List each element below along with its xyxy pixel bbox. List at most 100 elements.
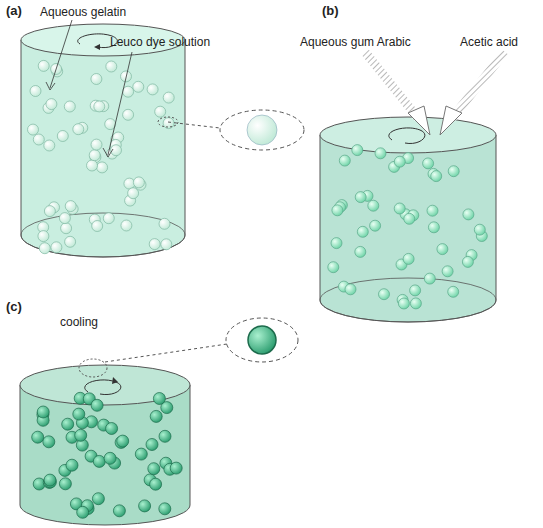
droplet (462, 256, 473, 267)
droplet (113, 505, 125, 517)
droplet (39, 243, 50, 254)
droplet (437, 244, 448, 255)
droplet (59, 213, 70, 224)
droplet (133, 81, 144, 92)
droplet (403, 253, 414, 264)
droplet (62, 418, 74, 430)
droplet (355, 246, 366, 257)
droplet (163, 92, 174, 103)
droplet (66, 459, 78, 471)
droplet (77, 506, 89, 518)
droplet (93, 455, 105, 467)
droplet (463, 209, 474, 220)
droplet (345, 284, 356, 295)
droplet (91, 139, 102, 150)
droplet (328, 262, 339, 273)
droplet (428, 222, 439, 233)
droplet (398, 298, 409, 309)
droplet (106, 423, 118, 435)
droplet (64, 101, 75, 112)
callout-label: Aqueous gelatin (40, 6, 126, 19)
droplet (94, 101, 105, 112)
droplet (424, 273, 435, 284)
droplet (404, 213, 415, 224)
droplet (153, 393, 165, 405)
droplet (148, 463, 160, 475)
droplet (37, 406, 49, 418)
droplet (104, 452, 116, 464)
droplet (159, 430, 171, 442)
droplet (106, 61, 117, 72)
droplet (61, 223, 72, 234)
droplet (474, 224, 485, 235)
droplet (423, 158, 434, 169)
droplet (123, 109, 134, 120)
beaker-a (21, 24, 185, 257)
droplet (123, 86, 134, 97)
callout-label: Acetic acid (460, 36, 518, 49)
droplet (44, 206, 55, 217)
droplet (32, 431, 44, 443)
droplet (133, 177, 144, 188)
droplet (375, 148, 386, 159)
droplet (159, 503, 171, 515)
droplet (128, 188, 139, 199)
callout-label: cooling (60, 316, 98, 329)
droplet (448, 166, 459, 177)
droplet (38, 60, 49, 71)
droplet (161, 239, 172, 250)
droplet (410, 298, 421, 309)
callout-label: Leuco dye solution (110, 36, 210, 49)
droplet (73, 124, 84, 135)
droplet (146, 439, 158, 451)
droplet (368, 200, 379, 211)
capsule-callout (79, 318, 298, 377)
droplet (89, 150, 100, 161)
droplet (73, 408, 85, 420)
droplet (431, 171, 442, 182)
droplet (339, 155, 350, 166)
droplet (448, 286, 459, 297)
droplet (394, 203, 405, 214)
droplet (91, 399, 103, 411)
acetic-acid-arrow (440, 52, 505, 135)
droplet (30, 86, 41, 97)
droplet (410, 285, 421, 296)
droplet (75, 429, 87, 441)
droplet (331, 238, 342, 249)
beaker-b (320, 117, 496, 322)
droplet (427, 205, 438, 216)
droplet (51, 242, 62, 253)
droplet (33, 134, 44, 145)
droplet (65, 236, 76, 247)
droplet (135, 448, 147, 460)
panel-label: (c) (6, 300, 22, 314)
droplet (147, 84, 158, 95)
droplet (163, 118, 174, 129)
callout-label: Aqueous gum Arabic (300, 36, 411, 49)
droplet (121, 220, 132, 231)
gum-arabic-arrow (365, 52, 430, 135)
droplet (103, 213, 114, 224)
droplet-callout (158, 110, 304, 150)
droplet (59, 478, 71, 490)
droplet (97, 162, 108, 173)
droplet (155, 106, 166, 117)
droplet (355, 192, 366, 203)
droplet (442, 266, 453, 277)
droplet (38, 231, 49, 242)
droplet (117, 435, 129, 447)
droplet (91, 74, 102, 85)
panel-label: (b) (322, 4, 339, 18)
droplet (46, 99, 57, 110)
droplet (332, 205, 343, 216)
droplet (150, 478, 162, 490)
droplet (394, 156, 405, 167)
droplet (357, 226, 368, 237)
droplet (57, 131, 68, 142)
droplet (139, 500, 151, 512)
droplet (87, 160, 98, 171)
droplet (170, 462, 182, 474)
panel-label: (a) (6, 4, 22, 18)
beaker-c (20, 365, 190, 525)
